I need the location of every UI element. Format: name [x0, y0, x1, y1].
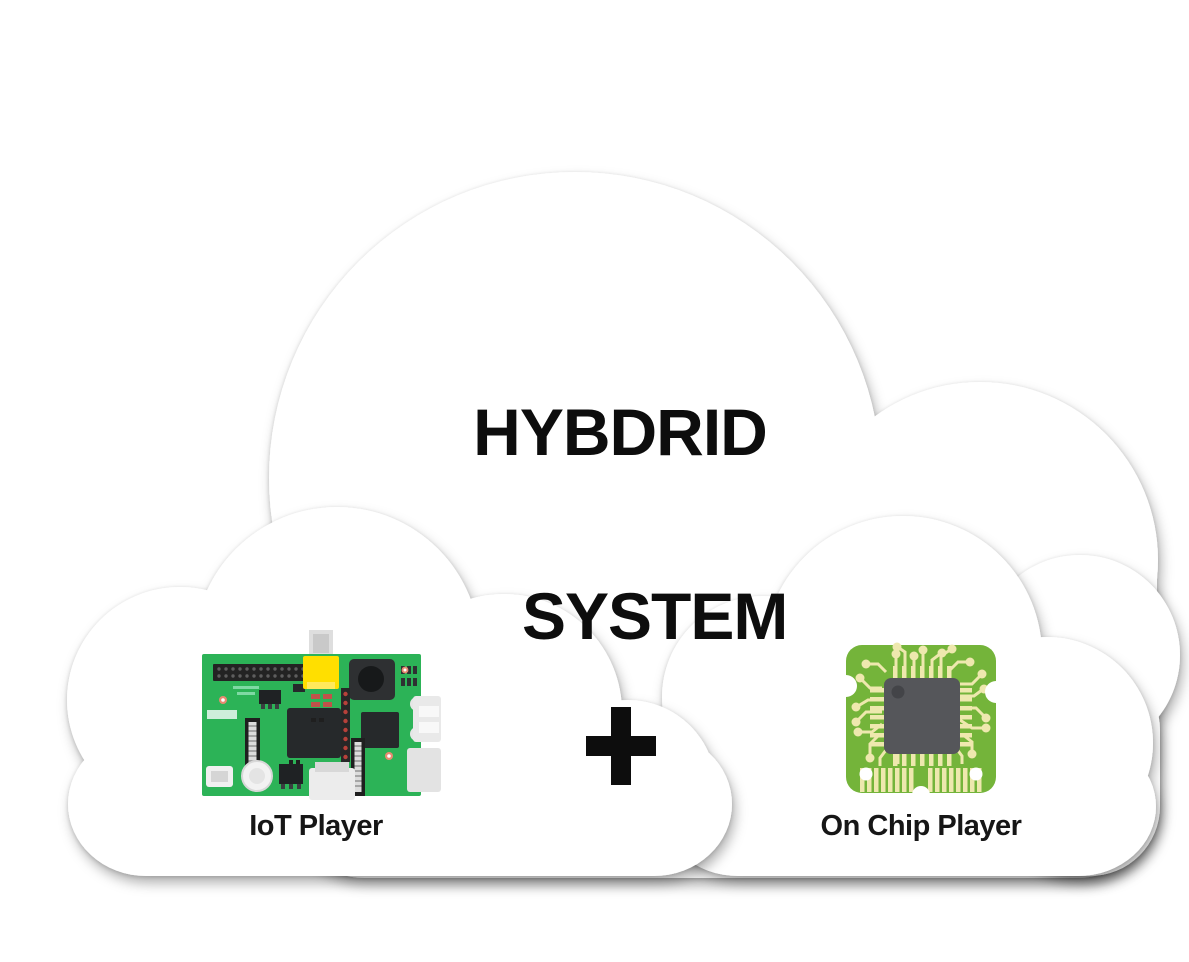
vertical-header — [341, 688, 350, 762]
iot-board-image — [202, 630, 441, 800]
resistors — [311, 694, 332, 707]
regulator — [279, 764, 303, 789]
title-line-1: HYBDRID — [473, 395, 768, 469]
sd-card — [407, 748, 441, 792]
hdmi-port — [309, 762, 355, 800]
left-cloud-label: IoT Player — [249, 810, 383, 842]
edge-pins — [860, 768, 982, 792]
pad-row — [289, 718, 324, 764]
title-line-2: SYSTEM — [521, 579, 788, 653]
chip-pin1-dot — [891, 685, 905, 699]
round-component — [241, 760, 273, 792]
plus-sign — [586, 707, 656, 785]
chip-pins — [870, 666, 972, 766]
diagram-title: HYBDRID SYSTEM — [320, 386, 920, 754]
ethernet-chip — [361, 712, 399, 748]
audio-jack — [349, 659, 395, 700]
chip-image — [842, 642, 1000, 798]
trace-pads — [851, 642, 991, 763]
chip-body — [884, 678, 960, 754]
plus-horizontal-bar — [586, 736, 656, 756]
micro-usb-port — [206, 766, 233, 787]
pcb-holes — [859, 767, 983, 781]
rca-video-jack — [303, 656, 339, 689]
right-cloud-label: On Chip Player — [820, 810, 1022, 842]
pcb-notches — [842, 675, 1000, 798]
cpu-chip — [287, 708, 341, 758]
usb-port — [410, 696, 441, 742]
mount-pads — [219, 666, 409, 760]
